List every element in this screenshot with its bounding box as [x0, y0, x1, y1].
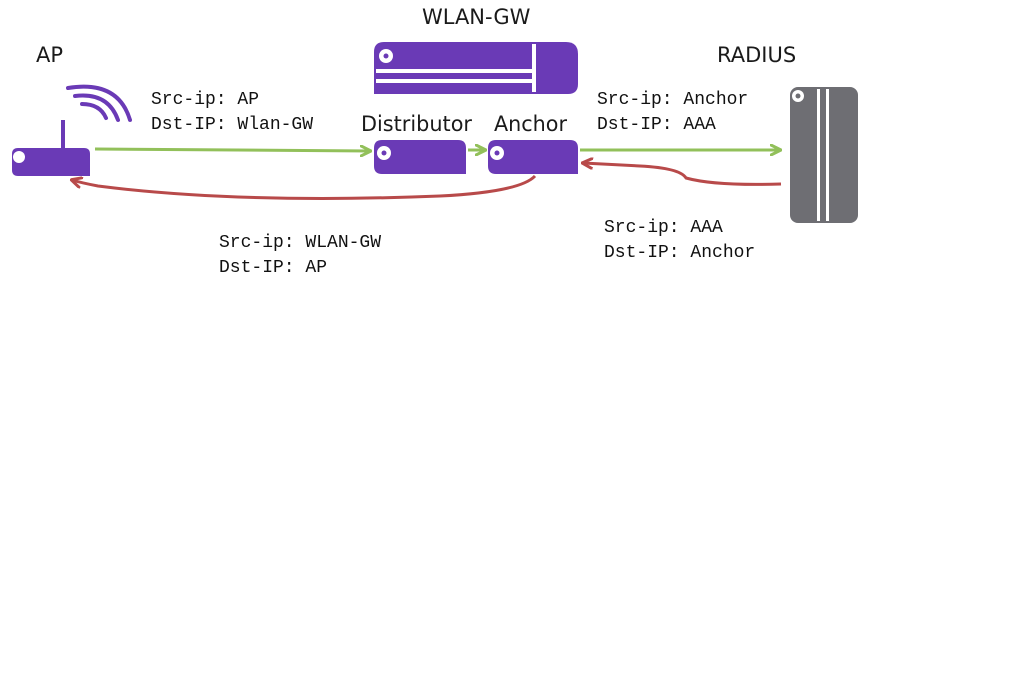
wlan-gw-chassis	[374, 42, 578, 94]
anchor-card	[488, 140, 578, 174]
radius-label: RADIUS	[717, 43, 796, 67]
flow-label-anchor-to-radius: Src-ip: Anchor Dst-IP: AAA	[597, 90, 748, 135]
flow-dst-gw-to-ap: Dst-IP: AP	[219, 258, 327, 278]
flow-label-gw-to-ap: Src-ip: WLAN-GW Dst-IP: AP	[219, 233, 381, 278]
arrow-ap-to-distributor	[94, 149, 370, 151]
flow-src-gw-to-ap: Src-ip: WLAN-GW	[219, 233, 381, 253]
ap-label: AP	[36, 43, 63, 67]
flow-dst-radius-to-anchor: Dst-IP: Anchor	[604, 243, 755, 263]
radius-slot	[817, 89, 820, 221]
wlan-gw-label: WLAN-GW	[422, 5, 531, 29]
ap-body	[12, 148, 90, 176]
distributor-label: Distributor	[361, 112, 472, 136]
radius-server	[790, 87, 858, 223]
anchor-label: Anchor	[494, 112, 567, 136]
flow-dst-ap-to-gw: Dst-IP: Wlan-GW	[151, 115, 313, 135]
distributor-card	[374, 140, 466, 174]
ap-device	[12, 84, 132, 176]
arrow-radius-to-anchor	[583, 163, 782, 186]
wifi-signal-icon	[66, 84, 132, 122]
wlan-gw-slot	[376, 69, 534, 73]
flow-label-ap-to-gw: Src-ip: AP Dst-IP: Wlan-GW	[151, 90, 313, 135]
ap-antenna	[61, 120, 65, 148]
ap-port	[13, 151, 25, 163]
flow-src-anchor-to-radius: Src-ip: Anchor	[597, 90, 748, 110]
flow-dst-anchor-to-radius: Dst-IP: AAA	[597, 115, 716, 135]
arrow-anchor-to-ap	[72, 174, 537, 200]
flow-src-ap-to-gw: Src-ip: AP	[151, 90, 259, 110]
flow-src-radius-to-anchor: Src-ip: AAA	[604, 218, 723, 238]
flow-label-radius-to-anchor: Src-ip: AAA Dst-IP: Anchor	[604, 218, 755, 263]
